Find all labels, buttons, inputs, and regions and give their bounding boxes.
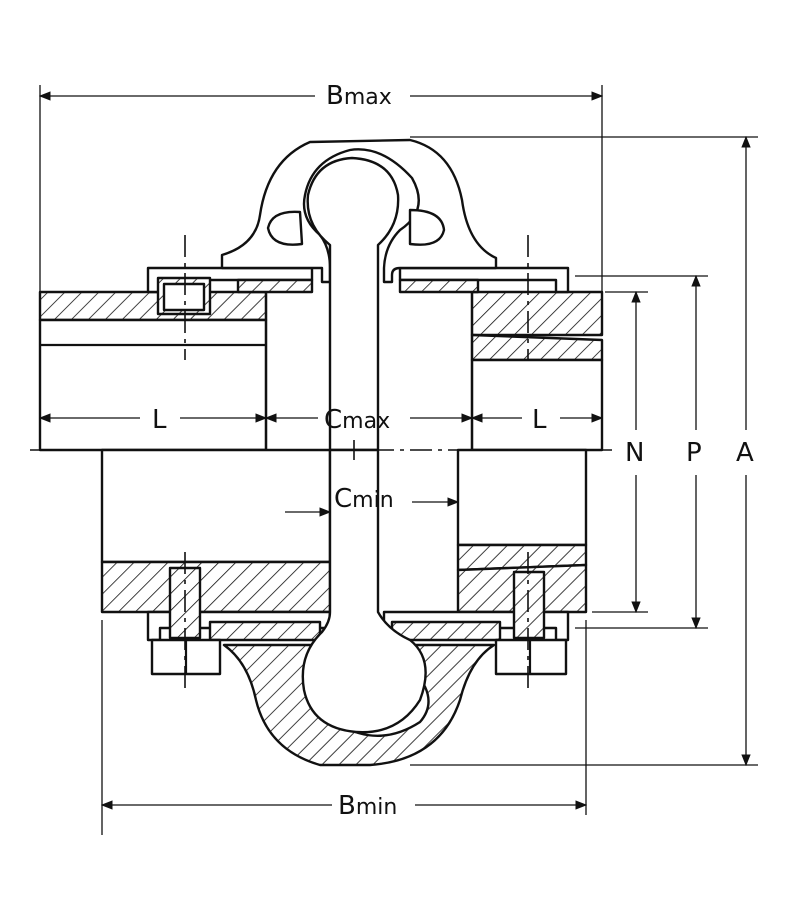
left-seal-top (236, 278, 314, 294)
extension-lines (39, 85, 758, 835)
left-hub-top-hatch (38, 290, 268, 322)
top-cover-shell (220, 138, 498, 284)
right-seal-top (398, 278, 480, 294)
top-half-section (38, 138, 604, 452)
right-hub-top-body (470, 358, 604, 452)
label-b-min: Bmin (338, 791, 397, 821)
grid-spring-top (306, 156, 400, 452)
left-seal-bottom (208, 620, 322, 642)
top-right-lobe (408, 208, 446, 246)
dimension-lines (38, 91, 751, 810)
label-c-min: Cmin (334, 484, 394, 514)
right-bolt-shank (512, 570, 546, 640)
right-hub-bottom-body (456, 448, 588, 547)
right-hub-top-hatch (470, 290, 604, 337)
label-l-right: L (532, 405, 547, 435)
label-b-max: Bmax (326, 81, 392, 111)
label-c-max: Cmax (324, 405, 390, 435)
grease-plug-inner (162, 282, 206, 312)
right-seal-bottom (390, 620, 502, 642)
left-hub-bottom-body (100, 448, 332, 564)
label-a: A (736, 438, 754, 468)
top-left-lobe (266, 210, 304, 246)
dimension-labels: Bmax Bmin L L Cmax Cmin N P A (152, 81, 754, 821)
bottom-half-section (100, 448, 588, 767)
grid-spring-bottom (301, 448, 427, 734)
label-n: N (625, 438, 644, 468)
label-p: P (686, 438, 702, 468)
centerlines (30, 235, 612, 690)
right-hub-top-hatch-2 (470, 333, 604, 362)
label-l-left: L (152, 405, 167, 435)
left-hub-bottom-hatch (100, 560, 332, 614)
